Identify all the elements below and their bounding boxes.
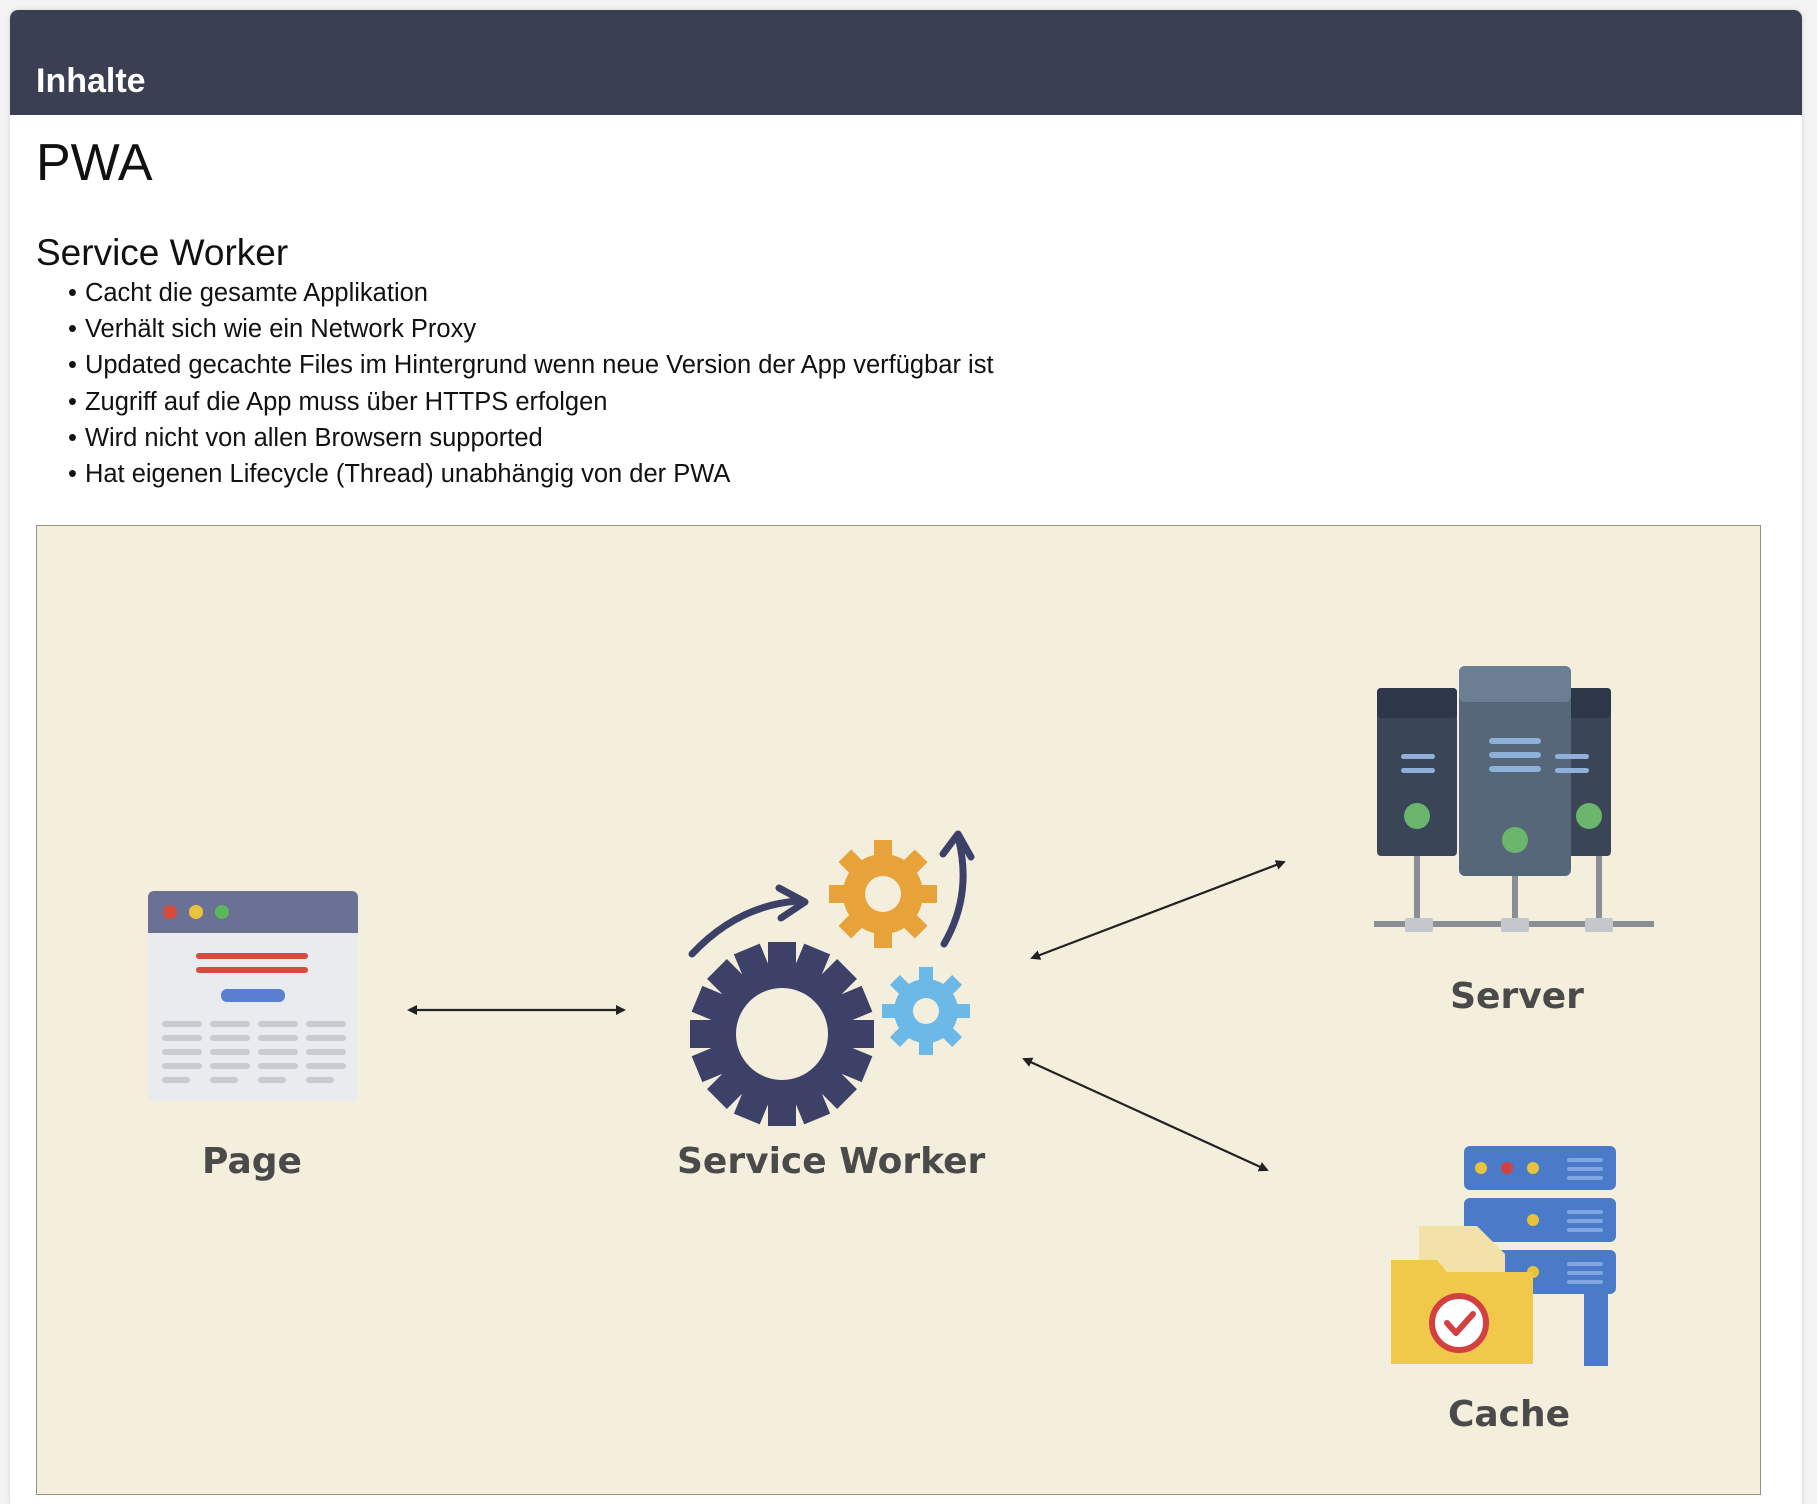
section-title: Service Worker: [36, 232, 289, 273]
cache-label: Cache: [1447, 1394, 1571, 1435]
sw-server-arrow: [1030, 860, 1286, 960]
service-worker-label: Service Worker: [677, 1141, 986, 1182]
server-label: Server: [1450, 976, 1584, 1017]
list-item: Zugriff auf die App muss über HTTPS erfo…: [68, 384, 994, 420]
list-item: Wird nicht von allen Browsern supported: [68, 420, 994, 456]
list-item: Verhält sich wie ein Network Proxy: [68, 311, 994, 347]
list-item: Hat eigenen Lifecycle (Thread) unabhängi…: [68, 456, 994, 492]
list-item: Updated gecachte Files im Hintergrund we…: [68, 347, 994, 383]
gears-icon: [688, 830, 975, 1126]
server-rack-icon: [1374, 666, 1654, 932]
page-label: Page: [202, 1141, 302, 1182]
page-title: PWA: [36, 134, 153, 192]
service-worker-diagram: Page Service Worker Server Cache: [36, 525, 1761, 1495]
content-card: Inhalte PWA Service Worker Cacht die ges…: [10, 10, 1802, 1504]
cache-database-icon: [1391, 1146, 1616, 1366]
list-item: Cacht die gesamte Applikation: [68, 275, 994, 311]
diagram-canvas: [148, 666, 1654, 1366]
header-bar: Inhalte: [10, 10, 1802, 115]
header-title: Inhalte: [36, 62, 146, 100]
bullet-list: Cacht die gesamte Applikation Verhält si…: [68, 275, 994, 492]
sw-cache-arrow: [1022, 1057, 1269, 1172]
browser-page-icon: [148, 891, 358, 1101]
